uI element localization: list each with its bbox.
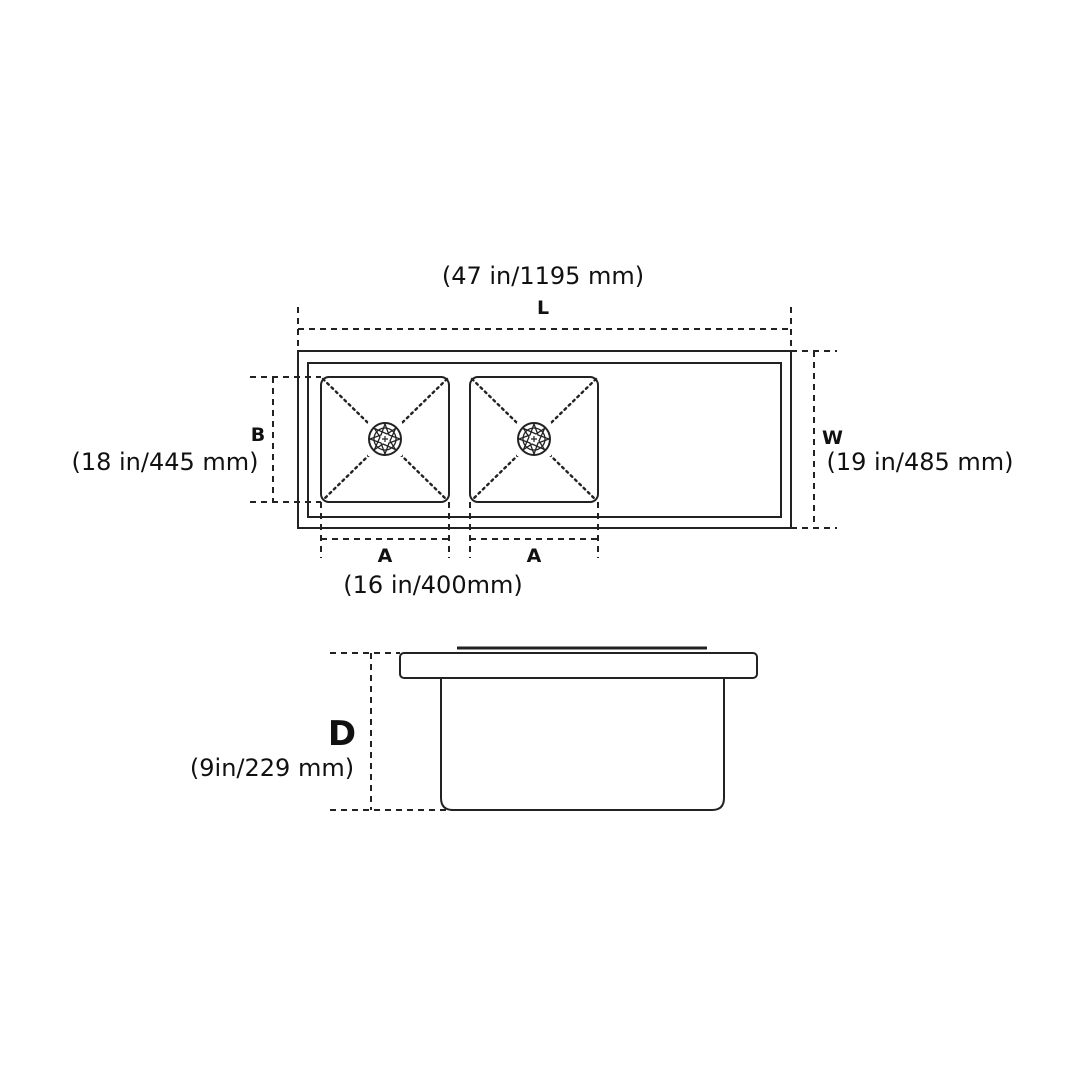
- width-value: (19 in/485 mm): [826, 448, 1013, 476]
- bowl-width-value: (18 in/445 mm): [71, 448, 258, 476]
- side-view: D (9in/229 mm): [190, 646, 758, 811]
- drain-icon: [368, 422, 402, 456]
- length-value: (47 in/1195 mm): [442, 262, 644, 290]
- length-dimension: [297, 307, 792, 351]
- length-label: L: [537, 297, 549, 319]
- bowl-length-dimension: [320, 502, 599, 558]
- width-label: W: [822, 427, 843, 449]
- width-dimension: [791, 350, 837, 529]
- sink-rim: [399, 652, 758, 679]
- bowl-right: [469, 376, 599, 503]
- bowl-left: [320, 376, 450, 503]
- bowl-length-value: (16 in/400mm): [343, 571, 522, 599]
- top-view: (47 in/1195 mm) L W (19 in/485 mm) B (18…: [71, 262, 1013, 599]
- sink-inner-outline: [307, 362, 782, 518]
- bowl-length-label: A: [527, 545, 542, 567]
- depth-value: (9in/229 mm): [190, 754, 354, 782]
- depth-dimension: [330, 652, 480, 811]
- sink-outer-outline: [297, 350, 792, 529]
- bowl-length-label: A: [378, 545, 393, 567]
- bowl-width-label: B: [251, 424, 265, 446]
- depth-label: D: [328, 714, 356, 754]
- drain-icon: [517, 422, 551, 456]
- sink-bowl-side: [440, 678, 725, 811]
- bowl-width-dimension: [250, 376, 321, 503]
